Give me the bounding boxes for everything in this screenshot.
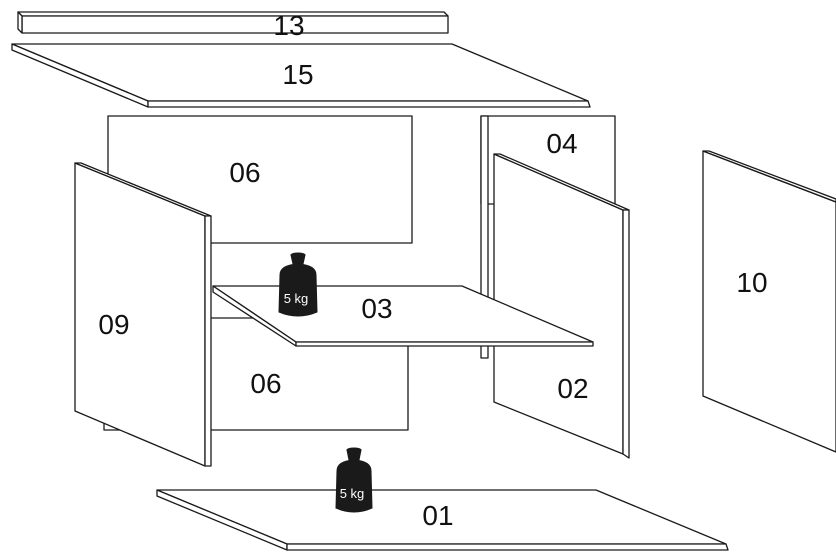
kettlebell-weight-icon: 5 kg [335,447,373,513]
panel-06-lower-label: 06 [250,368,281,399]
panel-13: 13 [17,10,449,41]
panel-15-label: 15 [282,59,313,90]
panel-10-label: 10 [736,267,767,298]
shelf-weight-label: 5 kg [284,291,309,306]
panel-15: 15 [11,43,591,108]
panel-09: 09 [74,162,212,467]
panel-03-label: 03 [361,293,392,324]
panel-04-label: 04 [546,128,577,159]
panel-01: 01 [156,489,729,551]
panel-02: 02 [493,153,630,459]
panel-10: 10 [702,150,836,453]
panel-02-label: 02 [557,373,588,404]
kettlebell-weight-icon: 5 kg [278,252,318,317]
panel-13-label: 13 [273,10,304,41]
panel-09-label: 09 [98,309,129,340]
panel-01-label: 01 [422,500,453,531]
panel-06-upper-label: 06 [229,157,260,188]
bottom-weight-label: 5 kg [340,486,365,501]
